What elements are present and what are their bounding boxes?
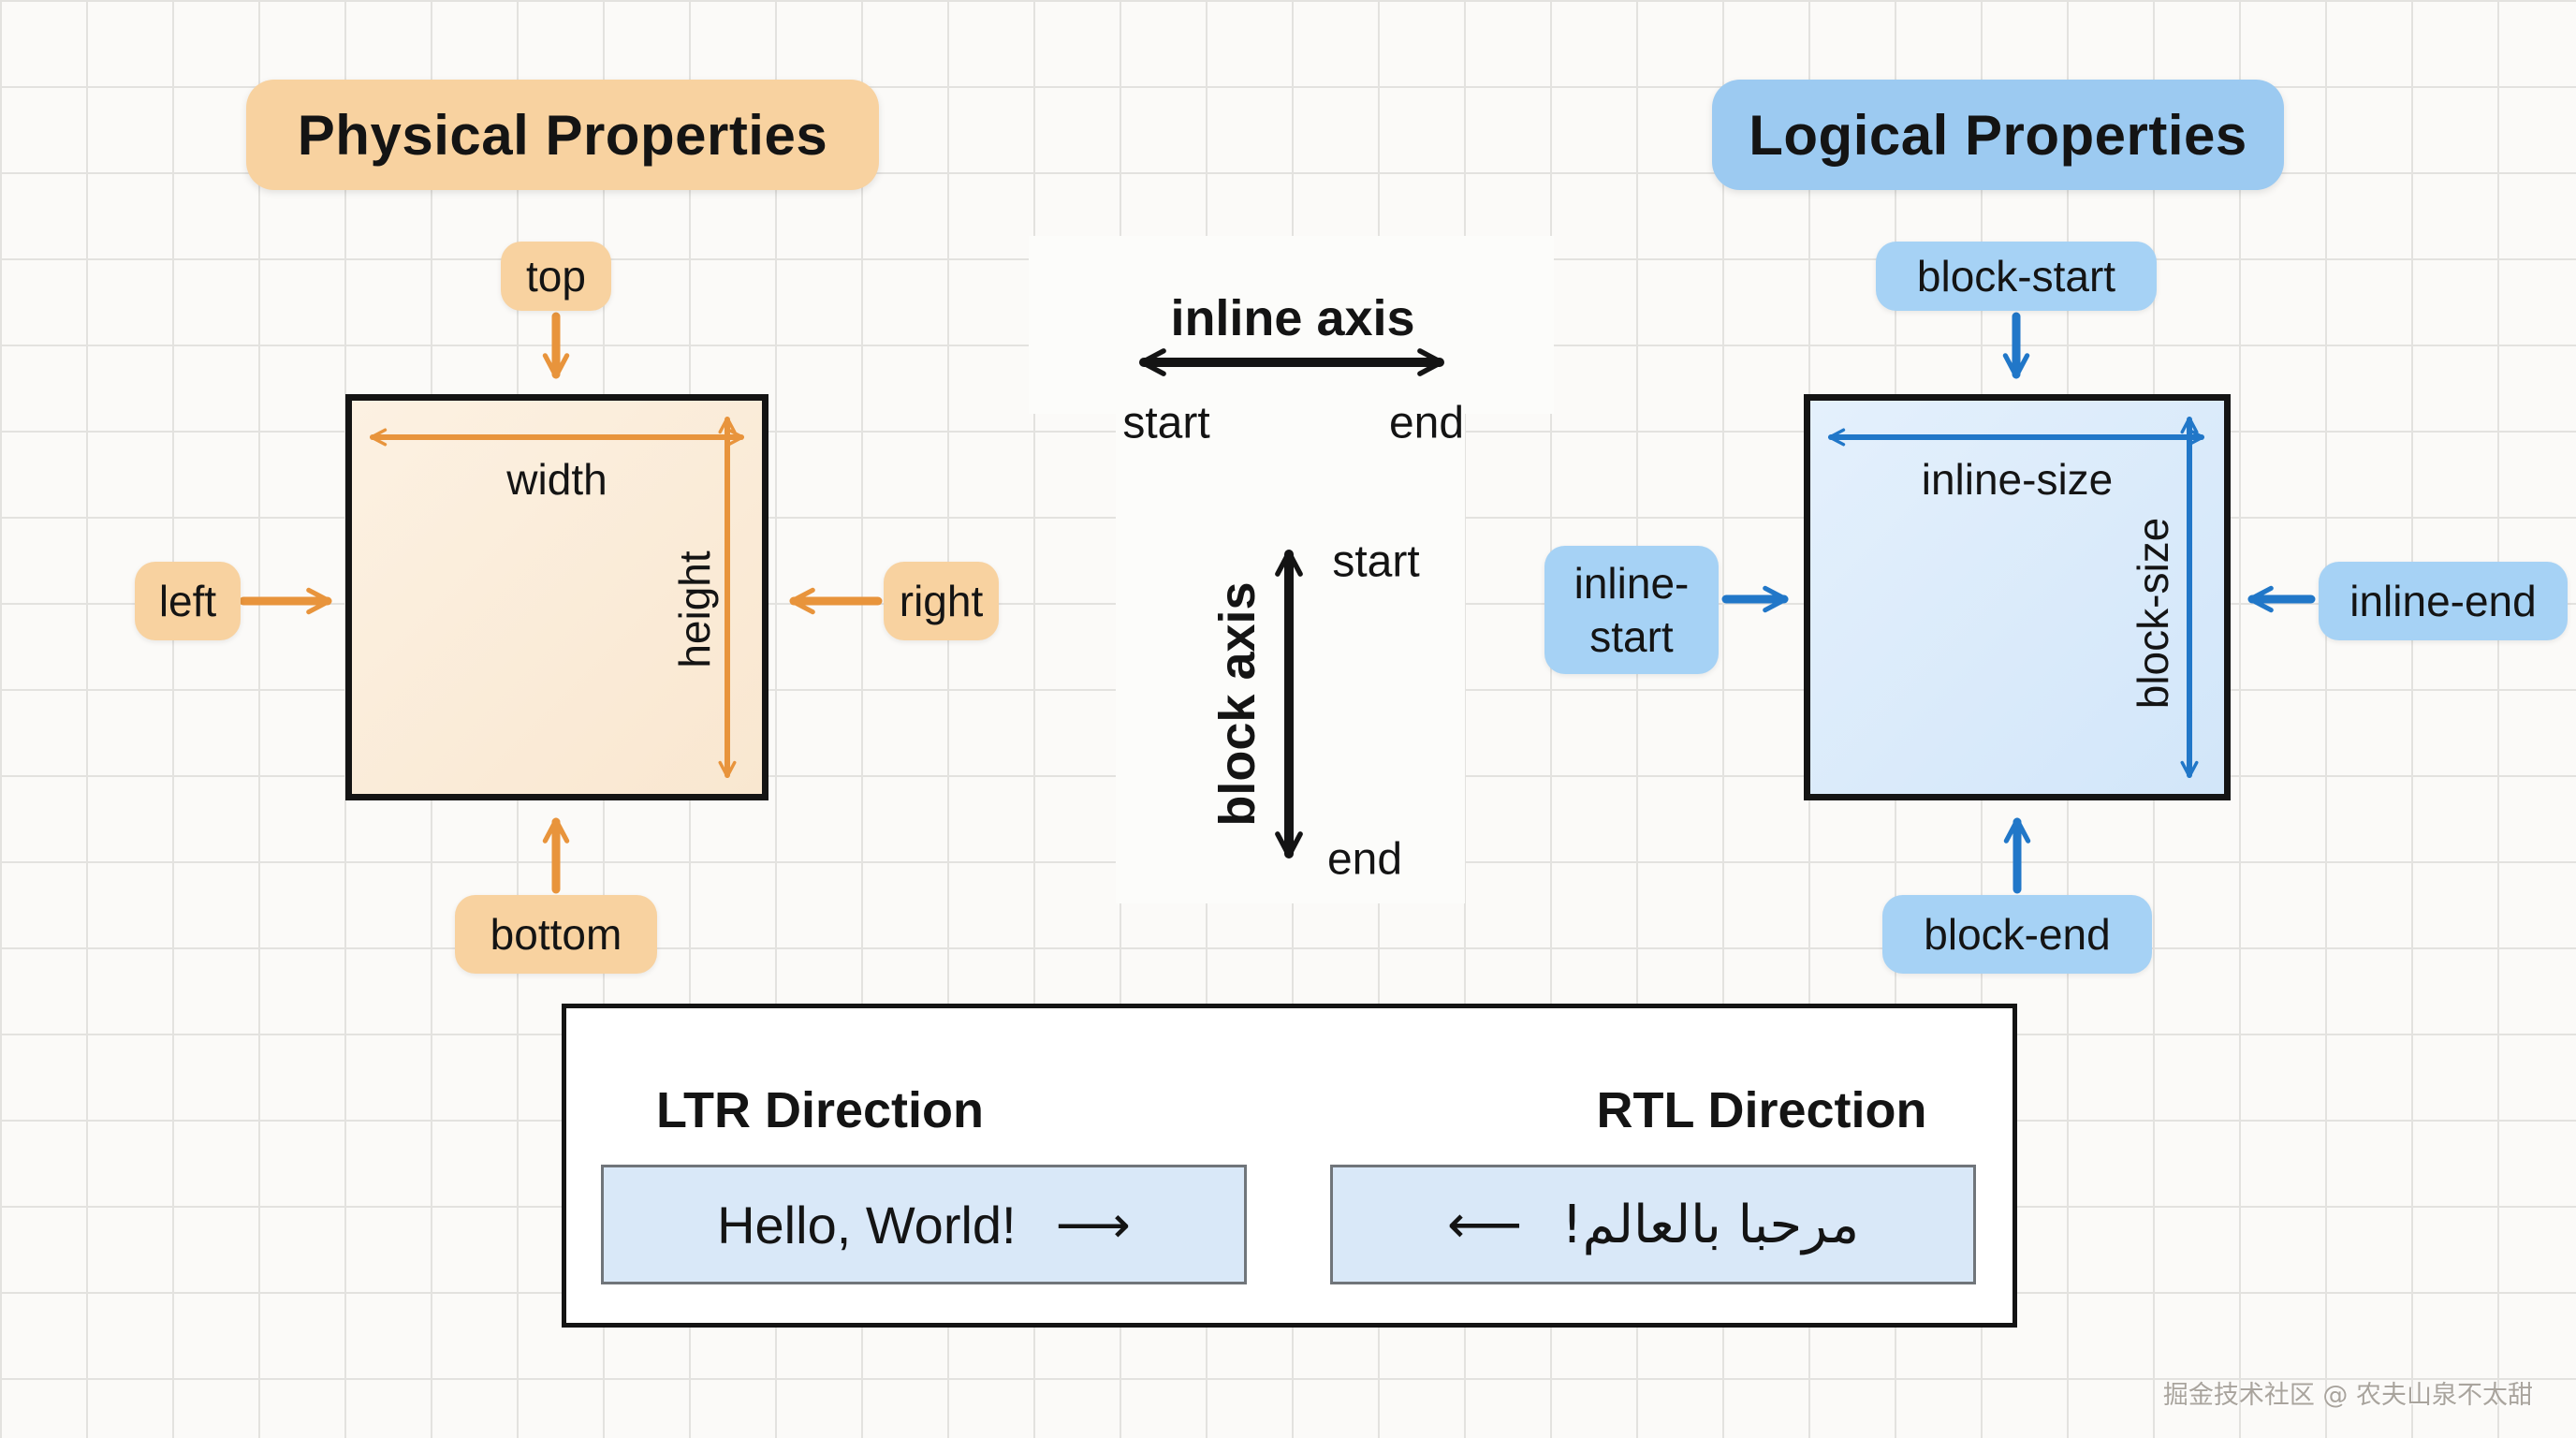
ltr-direction-arrow-icon: ⟶	[1055, 1195, 1131, 1254]
left-label: left	[135, 562, 241, 640]
inline-axis-panel	[1029, 236, 1554, 414]
inline-axis-title: inline axis	[1170, 290, 1415, 346]
block-axis-title: block axis	[1209, 581, 1266, 827]
physical-box	[345, 394, 768, 800]
inline-axis-end-label: end	[1388, 398, 1465, 448]
logical-properties-title: Logical Properties	[1712, 80, 2284, 190]
rtl-demo-text: مرحبا بالعالم!	[1561, 1194, 1860, 1255]
inline-start-label: inline- start	[1544, 546, 1719, 674]
right-label: right	[884, 562, 999, 640]
rtl-direction-arrow-icon: ⟵	[1446, 1194, 1523, 1255]
block-axis-start-label: start	[1332, 536, 1420, 587]
block-size-label: block-size	[2129, 517, 2177, 710]
height-label: height	[670, 550, 719, 668]
inline-size-label: inline-size	[1921, 455, 2114, 504]
physical-properties-title: Physical Properties	[246, 80, 879, 190]
inline-axis-start-label: start	[1122, 398, 1210, 448]
ltr-direction-heading: LTR Direction	[656, 1082, 984, 1138]
block-start-label: block-start	[1876, 242, 2157, 311]
width-label: width	[506, 455, 607, 504]
watermark: 掘金技术社区 @ 农夫山泉不太甜	[2162, 1381, 2533, 1410]
block-axis-end-label: end	[1326, 834, 1403, 885]
rtl-demo-box: مرحبا بالعالم! ⟵	[1330, 1165, 1976, 1284]
bottom-label: bottom	[455, 895, 657, 974]
rtl-direction-heading: RTL Direction	[1596, 1082, 1927, 1138]
block-end-label: block-end	[1882, 895, 2152, 974]
logical-box	[1804, 394, 2231, 800]
top-label: top	[501, 242, 611, 311]
inline-start-line2: start	[1589, 611, 1674, 661]
ltr-demo-box: Hello, World! ⟶	[601, 1165, 1247, 1284]
inline-end-label: inline-end	[2319, 562, 2568, 640]
inline-start-line1: inline-	[1573, 559, 1690, 609]
block-axis-panel	[1116, 412, 1465, 903]
ltr-demo-text: Hello, World!	[717, 1195, 1017, 1255]
